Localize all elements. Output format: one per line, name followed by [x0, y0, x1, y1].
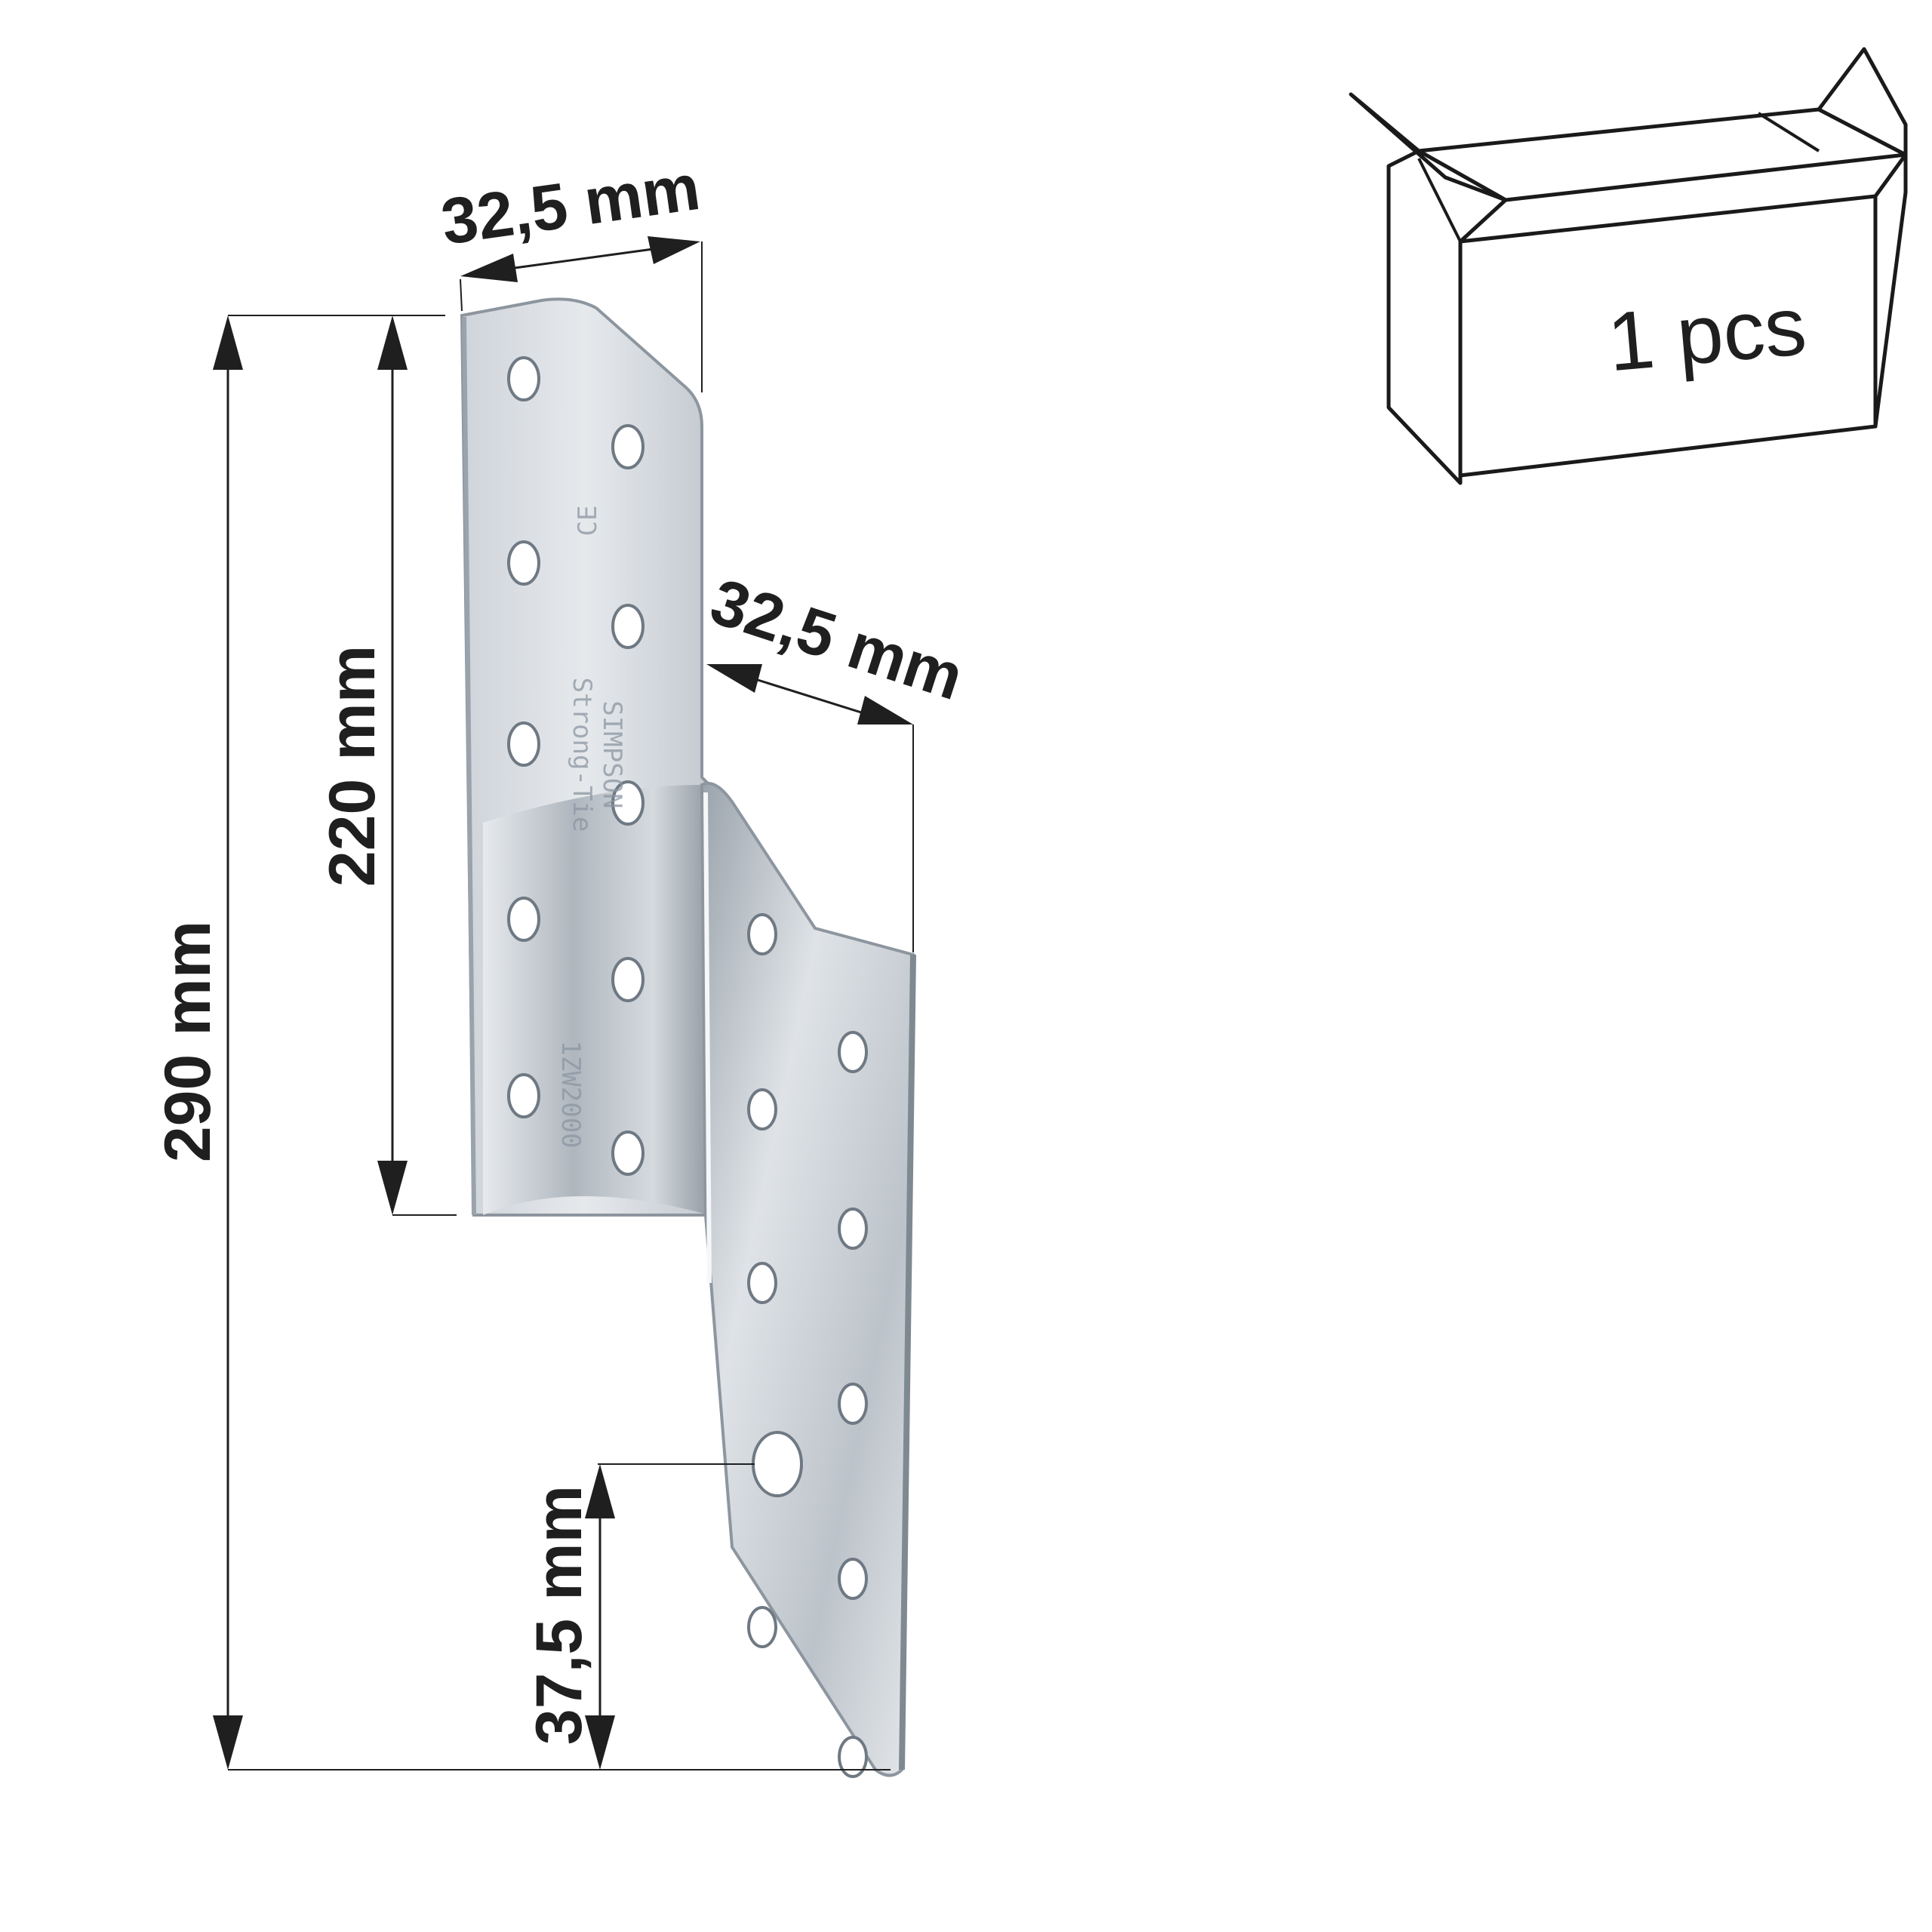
hole — [611, 780, 645, 826]
hole-offset-label: 37,5 mm — [523, 1485, 595, 1745]
hole — [838, 1558, 868, 1600]
hole — [611, 604, 645, 649]
hole — [507, 897, 540, 942]
brand-stamp: SIMPSON — [597, 700, 627, 808]
model-stamp: Strong-Tie — [567, 678, 597, 832]
dimension-hole-offset: 37,5 mm — [523, 1463, 755, 1770]
quantity-label: 1 pcs — [1604, 279, 1810, 389]
hole — [747, 1088, 777, 1131]
hole — [507, 540, 540, 586]
hole — [611, 957, 645, 1002]
ce-mark: CE — [573, 506, 603, 537]
dimension-total-height: 290 mm — [152, 315, 891, 1770]
hole — [747, 913, 777, 955]
box-icon: 1 pcs — [1349, 47, 1908, 485]
hole — [838, 1383, 868, 1425]
hole — [611, 424, 645, 469]
fold-edge — [703, 792, 712, 1284]
angle-bracket: CE SIMPSON Strong-Tie 1ZW2000 — [460, 297, 916, 1778]
code-stamp: 1ZW2000 — [555, 1040, 586, 1148]
side-width-label: 32,5 mm — [702, 565, 971, 715]
lower-flange-holes — [747, 913, 868, 1778]
hole — [838, 1208, 868, 1250]
hole — [747, 1606, 777, 1648]
hole — [507, 721, 540, 767]
hole — [838, 1736, 868, 1778]
dimension-upper-height: 220 mm — [316, 315, 457, 1216]
hole — [747, 1262, 777, 1304]
bracket-web — [483, 785, 709, 1215]
lower-flange — [700, 782, 915, 1777]
upper-plate-holes — [507, 356, 645, 1176]
upper-height-label: 220 mm — [316, 645, 389, 887]
hole — [507, 356, 540, 401]
total-height-label: 290 mm — [152, 921, 224, 1162]
hole — [838, 1031, 868, 1073]
hole — [611, 1131, 645, 1176]
hole — [507, 1073, 540, 1118]
large-hole — [752, 1431, 803, 1497]
